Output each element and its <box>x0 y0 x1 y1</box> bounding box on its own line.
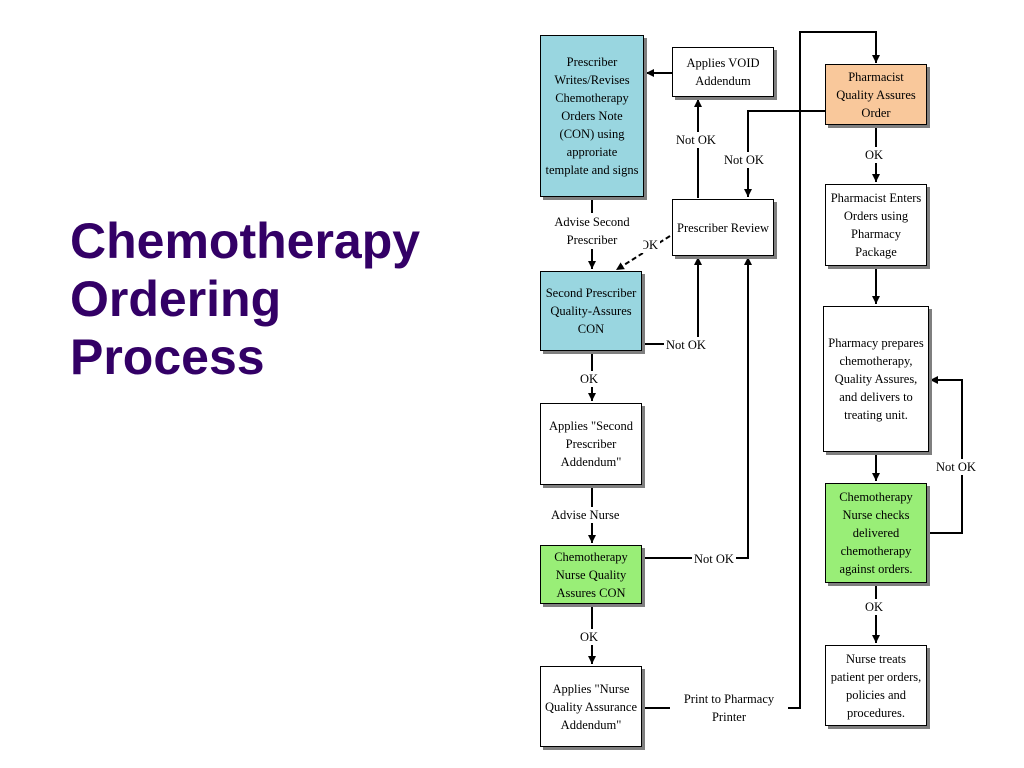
arrow-second-to-review <box>643 257 702 345</box>
label-ok-pharmacist: OK <box>863 147 886 163</box>
nurse-checks-box: Chemotherapy Nurse checks delivered chem… <box>825 483 927 583</box>
applies-void-text: Applies VOID Addendum <box>686 56 760 88</box>
label-ok-checks: OK <box>863 599 886 615</box>
label-ok-review: OK <box>638 237 661 253</box>
slide-title: Chemotherapy Ordering Process <box>70 212 490 386</box>
nurse-treats-box: Nurse treats patient per orders, policie… <box>825 645 927 726</box>
pharmacist-enters-box: Pharmacist Enters Orders using Pharmacy … <box>825 184 927 266</box>
arrow-nurse-to-review <box>643 257 752 559</box>
label-print-pharmacy: Print to Pharmacy Printer <box>670 690 788 726</box>
pharmacy-prepares-text: Pharmacy prepares chemotherapy, Quality … <box>828 336 924 422</box>
label-not-ok-pharmacist: Not OK <box>722 152 766 168</box>
nurse-quality-box: Chemotherapy Nurse Quality Assures CON <box>540 545 642 604</box>
nurse-treats-text: Nurse treats patient per orders, policie… <box>830 651 922 720</box>
prescriber-review-text: Prescriber Review <box>677 220 769 235</box>
second-prescriber-box: Second Prescriber Quality-Assures CON <box>540 271 642 351</box>
title-line-3: Process <box>70 329 265 385</box>
prescriber-writes-box: Prescriber Writes/Revises Chemotherapy O… <box>540 35 644 197</box>
label-ok-second: OK <box>578 371 601 387</box>
pharmacy-prepares-box: Pharmacy prepares chemotherapy, Quality … <box>823 306 929 452</box>
nurse-quality-text: Chemotherapy Nurse Quality Assures CON <box>554 549 628 600</box>
label-not-ok-void: Not OK <box>674 132 718 148</box>
label-not-ok-second: Not OK <box>664 337 708 353</box>
title-line-1: Chemotherapy <box>70 213 421 269</box>
applies-second-addendum-text: Applies "Second Prescriber Addendum" <box>549 419 633 469</box>
pharmacist-enters-text: Pharmacist Enters Orders using Pharmacy … <box>830 191 922 259</box>
label-advise-nurse: Advise Nurse <box>549 507 622 523</box>
arrow-checks-to-prepares <box>927 376 963 534</box>
label-advise-second: Advise Second Prescriber <box>541 213 643 249</box>
applies-nurse-addendum-box: Applies "Nurse Quality Assurance Addendu… <box>540 666 642 747</box>
prescriber-review-box: Prescriber Review <box>672 199 774 256</box>
second-prescriber-text: Second Prescriber Quality-Assures CON <box>545 286 637 336</box>
applies-nurse-addendum-text: Applies "Nurse Quality Assurance Addendu… <box>545 681 637 732</box>
arrow-review-to-second <box>615 235 671 271</box>
label-ok-nurse: OK <box>578 629 601 645</box>
applies-second-addendum-box: Applies "Second Prescriber Addendum" <box>540 403 642 485</box>
nurse-checks-text: Chemotherapy Nurse checks delivered chem… <box>839 490 913 576</box>
label-not-ok-nurse: Not OK <box>692 551 736 567</box>
title-line-2: Ordering <box>70 271 282 327</box>
pharmacist-qa-text: Pharmacist Quality Assures Order <box>836 69 916 120</box>
pharmacist-qa-box: Pharmacist Quality Assures Order <box>825 64 927 125</box>
applies-void-box: Applies VOID Addendum <box>672 47 774 97</box>
prescriber-writes-text: Prescriber Writes/Revises Chemotherapy O… <box>545 55 639 177</box>
label-not-ok-checks: Not OK <box>934 459 978 475</box>
